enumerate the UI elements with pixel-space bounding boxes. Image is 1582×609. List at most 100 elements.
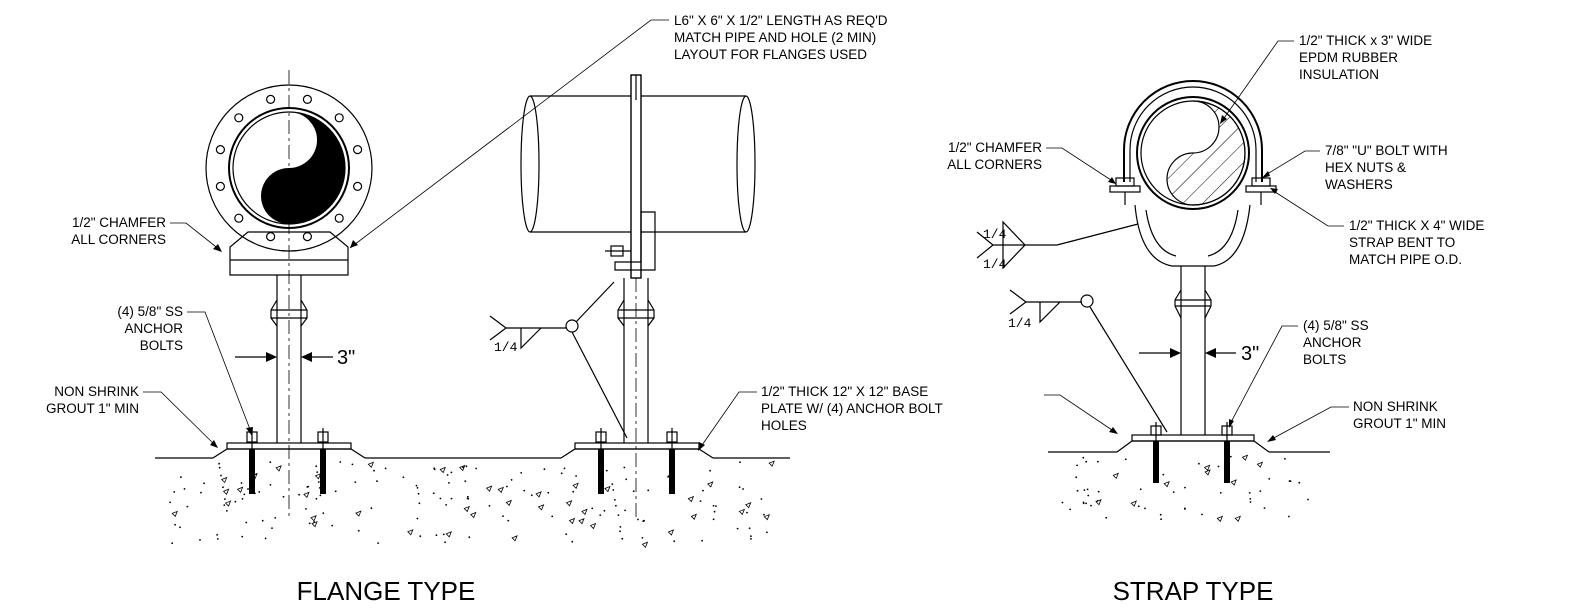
chamfer-note-line1: 1/2" CHAMFER: [72, 215, 166, 230]
concrete-speck: [419, 535, 422, 538]
concrete-speck: [264, 537, 267, 540]
concrete-speck: [673, 540, 676, 543]
strap-type-view: 1/4 1/4 1/4: [976, 80, 1330, 523]
aggregate-mark: [1241, 454, 1249, 461]
aggregate-mark: [763, 513, 771, 521]
concrete-speck: [1201, 513, 1203, 516]
concrete-speck: [450, 471, 453, 474]
concrete-speck: [370, 507, 373, 510]
flange-notes: L6" X 6" X 1/2" LENGTH AS REQ'D MATCH PI…: [46, 13, 943, 606]
concrete-speck: [1159, 513, 1162, 516]
concrete-speck: [351, 463, 354, 466]
concrete-speck: [174, 523, 177, 526]
aggregate-mark: [535, 491, 542, 498]
concrete-speck: [468, 536, 471, 539]
concrete-speck: [565, 533, 568, 536]
concrete-speck: [464, 480, 467, 482]
concrete-speck: [169, 501, 172, 504]
concrete-speck: [1082, 456, 1085, 459]
concrete-speck: [575, 475, 577, 477]
concrete-speck: [433, 467, 436, 470]
concrete-speck: [415, 484, 418, 487]
ubolt-note-line2: HEX NUTS &: [1325, 160, 1406, 175]
concrete-speck: [354, 481, 357, 483]
concrete-speck: [245, 521, 248, 524]
concrete-speck: [739, 461, 741, 464]
aggregate-mark: [1204, 469, 1211, 476]
concrete-speck: [1076, 489, 1079, 492]
bolt-hole: [215, 145, 225, 155]
strap-grout-note-line1: NON SHRINK: [1353, 399, 1438, 414]
strap-note-line3: MATCH PIPE O.D.: [1349, 252, 1462, 267]
weld-symbol-double: 1/4 1/4: [976, 220, 1139, 272]
aggregate-mark: [463, 505, 470, 513]
concrete-speck: [763, 513, 765, 516]
concrete-speck: [1139, 488, 1142, 491]
concrete-speck: [1075, 476, 1078, 479]
aggregate-mark: [572, 482, 579, 490]
aggregate-mark: [303, 491, 310, 499]
aggregate-mark: [310, 515, 317, 522]
aggregate-mark: [1230, 479, 1237, 486]
concrete-speck: [1225, 473, 1228, 476]
concrete-speck: [1154, 473, 1157, 476]
concrete-speck: [712, 504, 715, 507]
concrete-speck: [282, 495, 285, 498]
concrete-speck: [1061, 501, 1064, 504]
concrete-speck: [243, 493, 246, 496]
concrete-speck: [1160, 518, 1162, 521]
bolt-hole: [334, 213, 344, 223]
concrete-speck: [746, 511, 748, 514]
concrete-speck: [632, 490, 635, 493]
concrete-speck: [445, 504, 447, 506]
aggregate-mark: [1163, 480, 1170, 488]
concrete-speck: [306, 486, 309, 488]
concrete-speck: [1268, 478, 1271, 480]
concrete-speck: [667, 475, 669, 478]
aggregate-mark: [1234, 515, 1241, 523]
concrete-speck: [748, 527, 751, 530]
aggregate-mark: [367, 461, 375, 468]
bolt-hole: [353, 181, 363, 191]
concrete-speck: [1217, 465, 1220, 468]
aggregate-mark: [707, 481, 714, 488]
concrete-speck: [641, 537, 644, 539]
concrete-speck: [234, 500, 237, 503]
bolt-hole: [353, 145, 363, 155]
concrete-speck: [1085, 502, 1087, 505]
bolt-hole: [266, 94, 276, 105]
insulation-note-line1: 1/2" THICK x 3" WIDE: [1299, 33, 1432, 48]
concrete-speck: [247, 488, 249, 490]
aggregate-mark: [687, 495, 695, 503]
concrete-speck: [1298, 481, 1301, 484]
aggregate-mark: [1216, 515, 1224, 523]
concrete-speck: [384, 467, 387, 470]
concrete-speck: [448, 482, 450, 484]
concrete-speck: [738, 486, 741, 489]
ubolt-note-line3: WASHERS: [1325, 177, 1393, 192]
concrete-speck: [240, 482, 243, 484]
concrete-speck: [1144, 507, 1146, 510]
concrete-speck: [258, 491, 261, 493]
weld-symbol: 1/4: [489, 281, 628, 439]
concrete-speck: [241, 498, 244, 500]
concrete-speck: [612, 489, 615, 491]
concrete-hatch: [1061, 454, 1309, 523]
concrete-speck: [305, 508, 307, 510]
concrete-speck: [611, 483, 614, 485]
aggregate-mark: [314, 473, 322, 480]
concrete-speck: [220, 474, 222, 477]
concrete-speck: [377, 542, 379, 544]
concrete-speck: [750, 538, 752, 540]
concrete-speck: [1184, 508, 1186, 510]
chamfer-note-line2: ALL CORNERS: [71, 232, 166, 247]
anchor-bolt: [1221, 422, 1233, 483]
bolt-hole: [302, 232, 312, 242]
concrete-speck: [619, 526, 622, 528]
concrete-speck: [226, 510, 228, 512]
concrete-speck: [560, 472, 563, 475]
weld-size-label: 1/4: [494, 340, 518, 355]
concrete-speck: [1219, 492, 1222, 494]
concrete-speck: [547, 491, 550, 494]
concrete-speck: [271, 527, 273, 529]
